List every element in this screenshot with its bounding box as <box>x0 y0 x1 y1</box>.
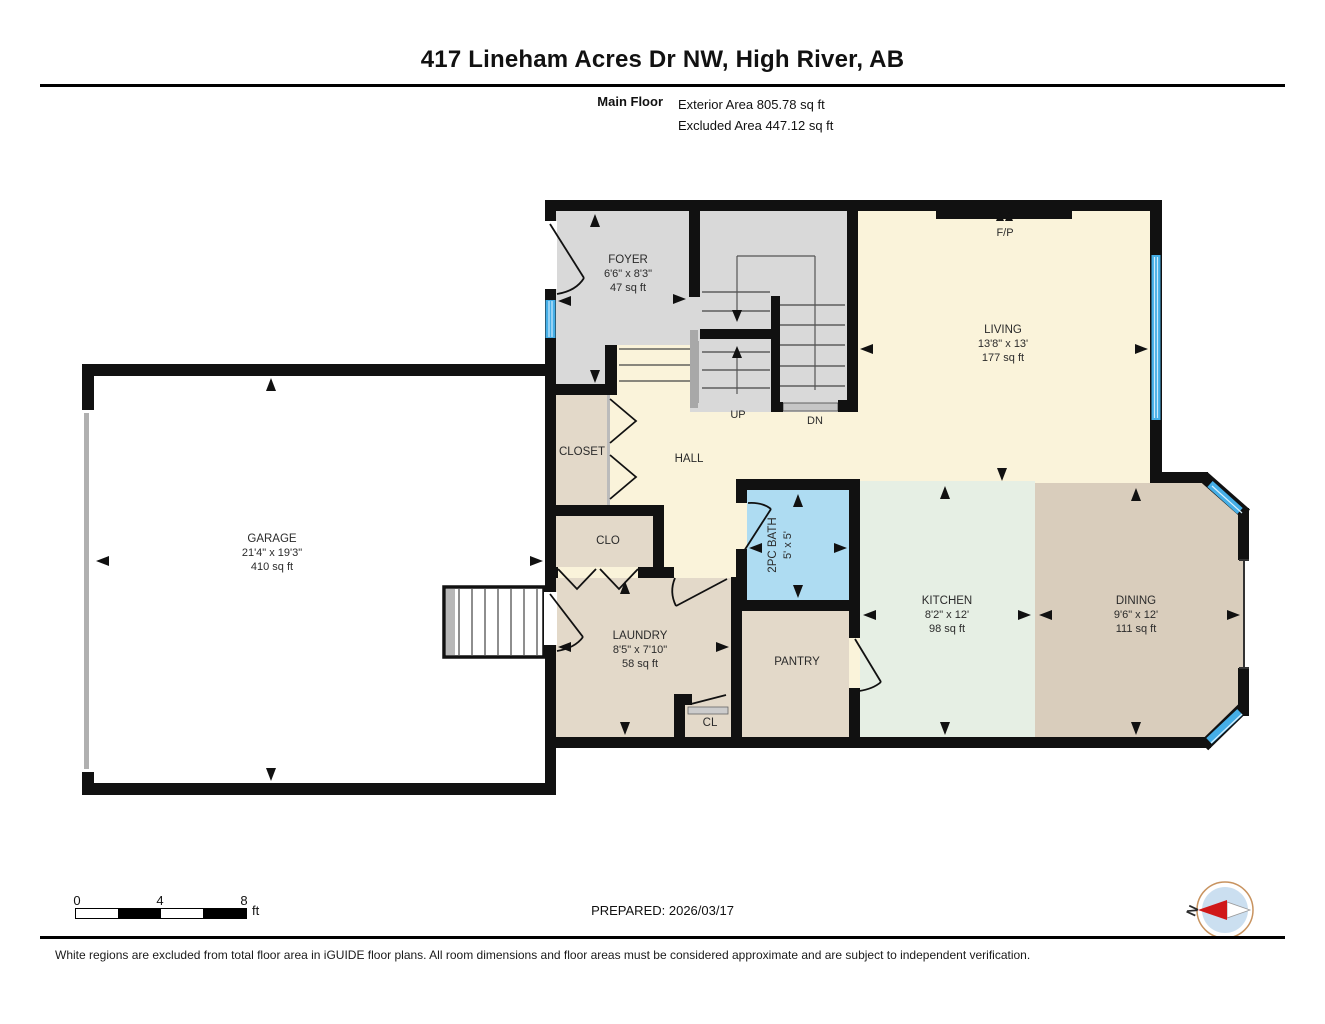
room-label-dining: DINING <box>1116 595 1156 607</box>
room-label-bath: 2PC BATH <box>767 517 779 572</box>
room-label-hall: HALL <box>675 453 704 465</box>
room-area-dining: 111 sq ft <box>1116 623 1157 635</box>
floor-clo <box>556 516 653 567</box>
laundry-door <box>675 578 728 607</box>
room-dims-living: 13'8" x 13' <box>978 338 1028 350</box>
footer-rule <box>40 936 1285 939</box>
garage-door <box>84 413 89 769</box>
room-floors <box>94 211 1245 783</box>
fireplace-label: F/P <box>996 227 1013 239</box>
living-window <box>1151 255 1161 420</box>
pantry-door <box>854 638 882 683</box>
staircase <box>619 255 845 412</box>
floor-name: Main Floor <box>597 94 663 109</box>
hall-step-rail <box>691 341 699 403</box>
dimension-arrows <box>96 212 1240 781</box>
bay-window-lower <box>1206 709 1243 744</box>
room-label-garage: GARAGE <box>247 533 297 545</box>
room-label-kitchen: KITCHEN <box>922 595 972 607</box>
stairs-down-label: DN <box>807 415 823 427</box>
room-area-kitchen: 98 sq ft <box>929 623 965 635</box>
room-dims-bath: 5' x 5' <box>782 531 794 559</box>
disclaimer-text: White regions are excluded from total fl… <box>55 948 1031 962</box>
floor-closet <box>556 393 607 505</box>
floor-bath <box>747 490 849 600</box>
front-door <box>549 223 585 279</box>
scale-tick-0: 0 <box>73 893 81 908</box>
room-label-pantry: PANTRY <box>774 656 820 668</box>
room-dims-garage: 21'4" x 19'3" <box>242 547 302 559</box>
scale-bar-segments <box>75 908 247 919</box>
foyer-window <box>545 300 556 338</box>
doors <box>549 223 882 715</box>
room-area-laundry: 58 sq ft <box>622 658 658 670</box>
compass-needle-north <box>1198 900 1227 920</box>
compass: N <box>1183 881 1254 939</box>
room-label-clo: CLO <box>596 535 620 547</box>
clo-double-door <box>557 568 597 591</box>
scale-tick-4: 4 <box>156 893 164 908</box>
wall-openings <box>82 221 557 772</box>
bath-door <box>743 508 772 552</box>
room-label-foyer: FOYER <box>608 254 648 266</box>
room-dims-kitchen: 8'2" x 12' <box>925 609 969 621</box>
cl-door <box>690 694 727 705</box>
room-area-living: 177 sq ft <box>982 352 1024 364</box>
compass-north-label: N <box>1183 903 1202 919</box>
page-title: 417 Lineham Acres Dr NW, High River, AB <box>420 46 905 73</box>
room-dims-laundry: 8'5" x 7'10" <box>613 644 667 656</box>
garage-entry-door <box>549 593 584 638</box>
floor-kitchen <box>860 481 1035 737</box>
room-dims-foyer: 6'6" x 8'3" <box>604 268 652 280</box>
header-rule <box>40 84 1285 87</box>
room-labels: FOYER 6'6" x 8'3" 47 sq ft LIVING 13'8" … <box>242 227 1158 729</box>
floor-areas: Exterior Area 805.78 sq ft Excluded Area… <box>678 94 833 136</box>
room-label-living: LIVING <box>984 324 1022 336</box>
excluded-area: Excluded Area 447.12 sq ft <box>678 118 834 133</box>
floor-foyer <box>556 211 690 384</box>
scale-unit: ft <box>252 903 260 918</box>
windows <box>545 255 1249 744</box>
room-label-cl: CL <box>703 717 718 729</box>
stair-landing-step <box>782 402 839 412</box>
fireplace-bumpout <box>936 200 1072 219</box>
room-label-laundry: LAUNDRY <box>613 630 668 642</box>
prepared-date: PREPARED: 2026/03/17 <box>591 903 734 918</box>
exterior-area: Exterior Area 805.78 sq ft <box>678 97 825 112</box>
floor-garage <box>94 376 545 783</box>
scale-bar: 0 4 8 <box>73 893 248 919</box>
floor-plan: FOYER 6'6" x 8'3" 47 sq ft LIVING 13'8" … <box>82 200 1250 795</box>
room-label-closet: CLOSET <box>559 446 605 458</box>
floor-dining <box>1035 483 1245 744</box>
stairs-up-label: UP <box>730 409 745 421</box>
floor-pantry <box>742 611 849 737</box>
garage-entry-steps <box>442 585 546 659</box>
room-dims-dining: 9'6" x 12' <box>1114 609 1158 621</box>
scale-tick-8: 8 <box>240 893 248 908</box>
closet-bifold-door <box>609 398 638 444</box>
room-area-garage: 410 sq ft <box>251 561 293 573</box>
room-area-foyer: 47 sq ft <box>610 282 646 294</box>
